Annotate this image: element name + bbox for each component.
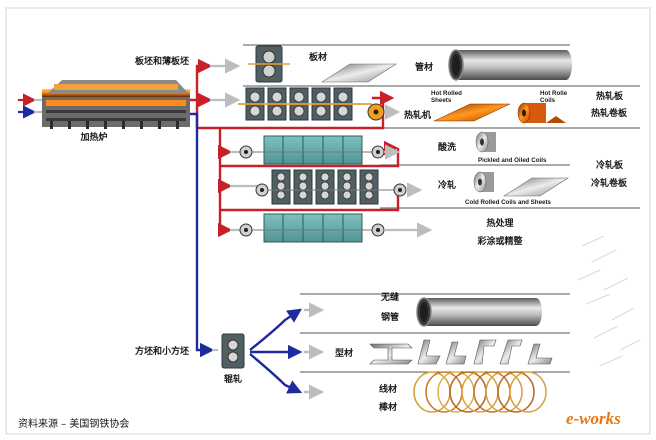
finishing-line	[239, 213, 385, 243]
hot-rolled-sheet-icon	[433, 103, 511, 122]
seamless-pipe-icon	[416, 297, 542, 327]
hot-coils-label-1: Hot Rolle	[540, 90, 568, 97]
bar-route-grey-stubs	[212, 302, 325, 400]
billet-input-label: 方坯和小方坯	[135, 345, 189, 357]
wire-label-1: 线材	[379, 383, 397, 395]
diagram-frame	[5, 7, 651, 435]
seamless-label-1: 无缝	[380, 291, 399, 303]
finishing-label-1: 热处理	[486, 217, 513, 229]
pickled-product-label: Pickled and Oiled Coils	[478, 157, 547, 164]
hot-side-label-2: 热轧卷板	[591, 107, 628, 119]
hot-coil-reel	[367, 103, 385, 121]
background-texture	[577, 235, 641, 367]
bar-mill-label: 辊轧	[224, 373, 242, 385]
sections-label: 型材	[335, 347, 353, 359]
pipe-label: 管材	[415, 61, 433, 73]
ework-watermark: e-works	[566, 409, 621, 428]
seamless-label-2: 钢管	[381, 311, 399, 323]
pickling-line	[239, 135, 385, 165]
wire-label-2: 棒材	[379, 401, 397, 413]
bar-route-lines	[190, 112, 303, 394]
hot-side-label-1: 热轧板	[596, 90, 624, 102]
furnace-input-arrows	[18, 93, 42, 119]
cold-side-label-1: 冷轧板	[596, 159, 624, 171]
cold-product-label: Cold Rolled Coils and Sheets	[465, 199, 552, 206]
plate-label: 板材	[309, 51, 327, 63]
plate-mill-stand	[248, 45, 290, 83]
hot-rolled-coil-icon	[517, 102, 566, 124]
grey-connectors	[210, 58, 262, 232]
cold-rolled-sheet-icon	[502, 177, 570, 197]
hot-coils-label-2: Coils	[540, 97, 556, 104]
wire-rod-coil-icon	[413, 371, 547, 413]
hot-sheets-label-2: Sheets	[431, 97, 452, 104]
pipe-icon	[448, 49, 572, 81]
cold-rolled-coil-icon	[473, 171, 494, 193]
furnace-label: 加热炉	[79, 131, 107, 143]
source-footer: 资料来源 – 美国钢铁协会	[18, 417, 129, 430]
cold-side-label-2: 冷轧卷板	[591, 177, 628, 189]
bar-mill-stand	[221, 333, 245, 369]
steel-plate-icon	[320, 63, 398, 83]
slab-input-label: 板坯和薄板坯	[135, 55, 189, 67]
hot-strip-mill	[238, 87, 372, 121]
cold-rolling-mill	[255, 169, 407, 205]
hot-strip-mill-label: 热轧机	[404, 109, 431, 121]
pickled-coil-icon	[475, 131, 496, 153]
pickling-label: 酸洗	[438, 141, 456, 153]
hot-sheets-label-1: Hot Rolled	[431, 90, 462, 97]
structural-sections-icon	[369, 339, 553, 365]
cold-rolling-label: 冷轧	[438, 179, 456, 191]
finishing-label-2: 彩涂或精整	[476, 235, 522, 247]
reheating-furnace	[42, 80, 190, 129]
